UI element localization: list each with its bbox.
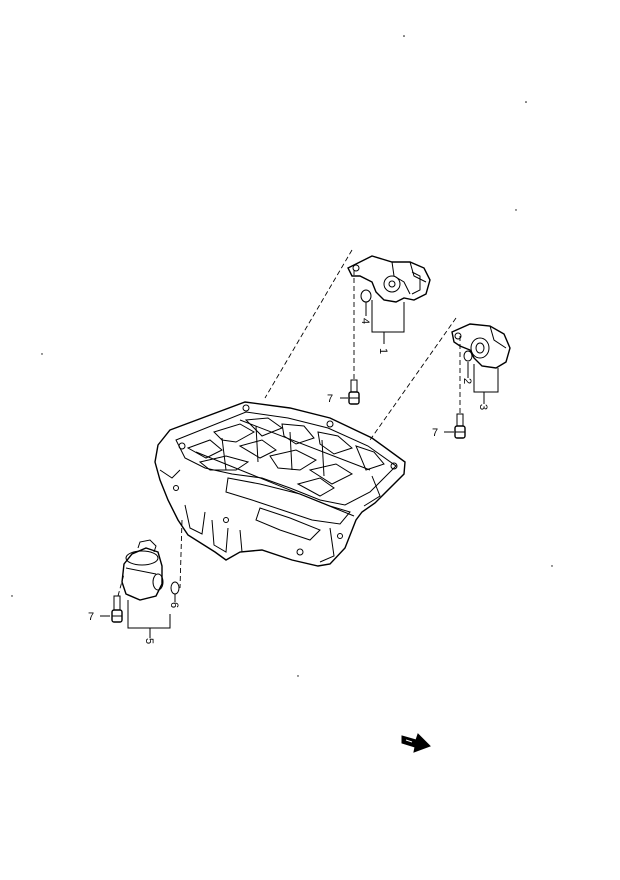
assembly-line-upper [264, 249, 353, 399]
callout-7-left: 7 [88, 611, 94, 623]
assembly-line-left [179, 519, 183, 589]
callout-7-upper: 7 [327, 393, 333, 405]
callout-1: 1 [377, 348, 389, 354]
scan-specks [11, 35, 553, 677]
bracket-3 [473, 364, 499, 393]
bracket-1 [371, 300, 405, 333]
callout-6: 6 [168, 602, 180, 608]
callout-5: 5 [143, 638, 155, 644]
callout-3: 3 [477, 404, 489, 410]
assembly-axis-left [117, 573, 125, 597]
left-solenoid-valve [121, 539, 164, 601]
upper-solenoid-valve [347, 255, 431, 303]
bracket-5 [127, 600, 171, 629]
assembly-line-right [369, 317, 457, 441]
o-ring-upper [360, 289, 372, 303]
callout-2: 2 [461, 378, 473, 384]
bolt-left [111, 595, 123, 623]
bolt-right [454, 413, 466, 439]
bolt-upper [348, 379, 360, 405]
callout-4: 4 [359, 318, 371, 324]
valve-body [154, 401, 406, 567]
o-ring-left [170, 581, 180, 595]
right-solenoid-valve [451, 323, 511, 369]
front-arrow-icon [401, 733, 431, 753]
o-ring-right [463, 350, 473, 362]
callout-7-right: 7 [432, 427, 438, 439]
